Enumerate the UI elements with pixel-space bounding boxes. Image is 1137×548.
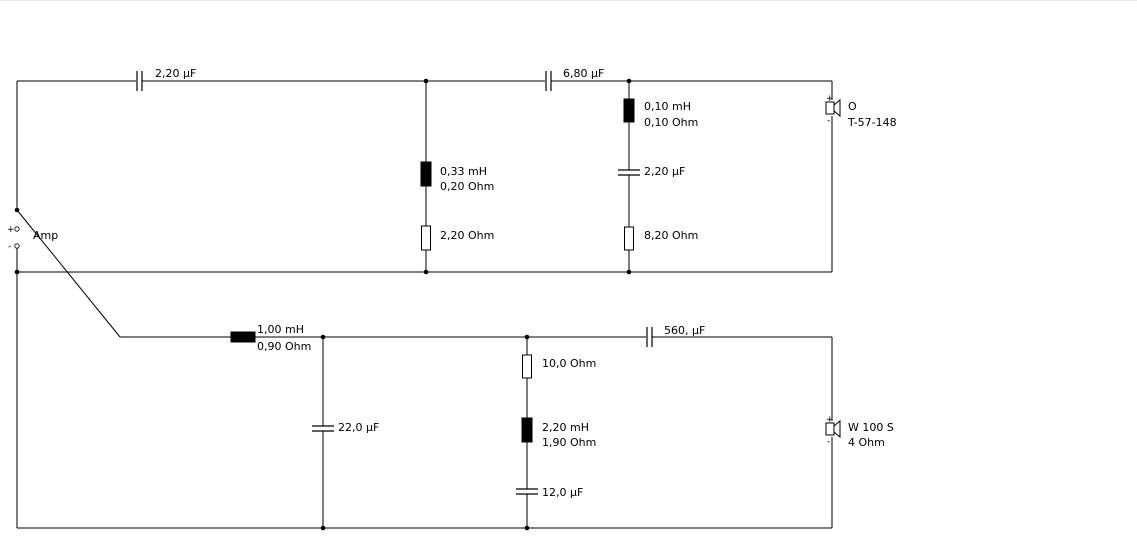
woofer-series-cap-label: 560, µF bbox=[664, 324, 705, 337]
amp-plus-sign: + bbox=[7, 225, 15, 235]
tweeter-notch-cap-label: 2,20 µF bbox=[644, 165, 685, 178]
junction-dot bbox=[423, 269, 429, 275]
woofer-zobel-inductor: 2,20 mH 1,90 Ohm bbox=[521, 417, 596, 449]
woofer-speaker: + - W 100 S 4 Ohm bbox=[825, 415, 894, 449]
inductor-body bbox=[420, 161, 432, 187]
tweeter-speaker-model: T-57-148 bbox=[847, 116, 897, 129]
woofer-shunt-cap: 22,0 µF bbox=[312, 421, 379, 434]
woofer-shunt-cap-label: 22,0 µF bbox=[338, 421, 379, 434]
junction-dot bbox=[14, 269, 20, 275]
tweeter-notch-cap: 2,20 µF bbox=[618, 165, 685, 178]
inductor-body bbox=[230, 331, 256, 343]
woofer-zobel-resistor: 10,0 Ohm bbox=[522, 354, 596, 379]
resistor-body bbox=[421, 225, 431, 251]
tweeter-series-cap-1-label: 2,20 µF bbox=[155, 67, 196, 80]
woofer-series-cap: 560, µF bbox=[646, 324, 705, 347]
tweeter-speaker-name: O bbox=[848, 100, 857, 113]
woofer-zobel-inductor-value: 2,20 mH bbox=[542, 421, 589, 434]
junction-dot bbox=[14, 207, 20, 213]
tweeter-notch-inductor-resistance: 0,10 Ohm bbox=[644, 116, 698, 129]
woofer-speaker-model: 4 Ohm bbox=[848, 436, 885, 449]
resistor-body bbox=[522, 354, 532, 379]
woofer-series-inductor-resistance: 0,90 Ohm bbox=[257, 340, 311, 353]
tweeter-speaker-plus: + bbox=[826, 94, 834, 104]
woofer-speaker-name: W 100 S bbox=[848, 421, 894, 434]
woofer-speaker-minus: - bbox=[827, 437, 830, 447]
tweeter-series-cap-2: 6,80 µF bbox=[545, 67, 604, 91]
woofer-zobel-inductor-resistance: 1,90 Ohm bbox=[542, 436, 596, 449]
tweeter-series-cap-2-label: 6,80 µF bbox=[563, 67, 604, 80]
junction-dot bbox=[524, 525, 530, 531]
tweeter-shunt-inductor: 0,33 mH 0,20 Ohm bbox=[420, 161, 494, 193]
inductor-body bbox=[623, 98, 635, 123]
tweeter-notch-resistor-label: 8,20 Ohm bbox=[644, 229, 698, 242]
amp: + - Amp bbox=[7, 225, 58, 252]
wires bbox=[16, 80, 833, 529]
inductor-body bbox=[521, 417, 533, 443]
woofer-speaker-plus: + bbox=[826, 415, 834, 425]
tweeter-notch-inductor: 0,10 mH 0,10 Ohm bbox=[623, 98, 698, 129]
woofer-zobel-cap: 12,0 µF bbox=[516, 486, 583, 499]
junction-dot bbox=[626, 78, 632, 84]
tweeter-speaker: + - O T-57-148 bbox=[825, 94, 897, 129]
amp-minus-terminal bbox=[14, 243, 20, 249]
tweeter-notch-resistor: 8,20 Ohm bbox=[624, 226, 698, 251]
junction-dot bbox=[423, 78, 429, 84]
speaker-cone-icon bbox=[833, 98, 841, 118]
tweeter-shunt-inductor-value: 0,33 mH bbox=[440, 165, 487, 178]
tweeter-shunt-inductor-resistance: 0,20 Ohm bbox=[440, 180, 494, 193]
amp-minus-sign: - bbox=[8, 242, 11, 252]
amp-plus-terminal bbox=[14, 226, 20, 232]
tweeter-series-cap-1: 2,20 µF bbox=[136, 67, 196, 91]
woofer-series-inductor-value: 1,00 mH bbox=[257, 323, 304, 336]
junction-dot bbox=[320, 525, 326, 531]
woofer-zobel-resistor-label: 10,0 Ohm bbox=[542, 357, 596, 370]
amp-label: Amp bbox=[33, 229, 58, 242]
junction-dot bbox=[524, 334, 530, 340]
wire-amp-diagonal bbox=[16, 209, 121, 338]
tweeter-speaker-minus: - bbox=[827, 116, 830, 126]
junction-dots bbox=[14, 78, 632, 531]
tweeter-shunt-resistor-label: 2,20 Ohm bbox=[440, 229, 494, 242]
woofer-zobel-cap-label: 12,0 µF bbox=[542, 486, 583, 499]
tweeter-shunt-resistor: 2,20 Ohm bbox=[421, 225, 494, 251]
woofer-series-inductor: 1,00 mH 0,90 Ohm bbox=[230, 323, 311, 353]
top-border-line bbox=[0, 0, 1137, 1]
speaker-cone-icon bbox=[833, 419, 841, 439]
tweeter-notch-inductor-value: 0,10 mH bbox=[644, 100, 691, 113]
resistor-body bbox=[624, 226, 634, 251]
junction-dot bbox=[320, 334, 326, 340]
junction-dot bbox=[626, 269, 632, 275]
